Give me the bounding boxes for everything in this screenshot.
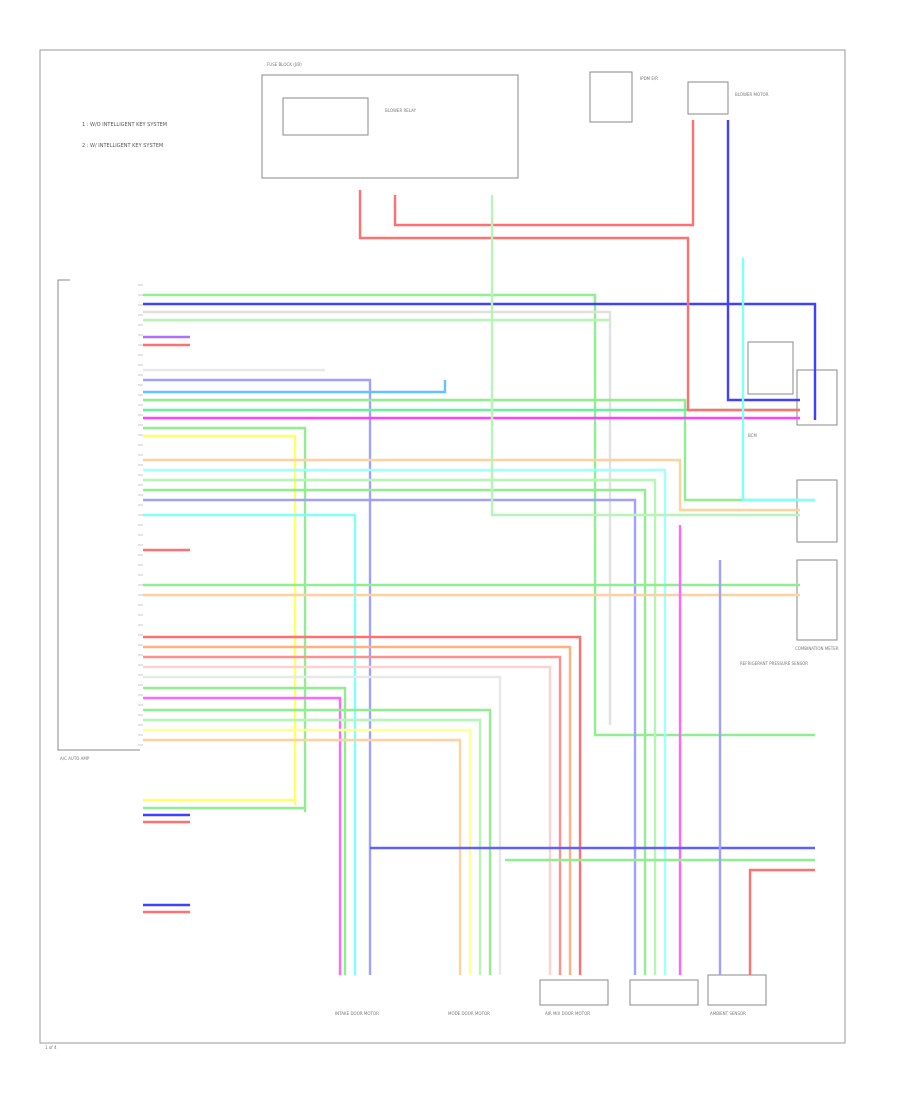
wire-group xyxy=(143,120,817,975)
combination-meter-label: COMBINATION METER xyxy=(795,646,839,651)
ipdm-label: IPDM E/R xyxy=(640,76,658,81)
relay-2-box xyxy=(589,71,633,123)
wire-35 xyxy=(358,190,800,412)
wire-18 xyxy=(143,488,647,975)
wire-28 xyxy=(143,675,502,975)
wire-25 xyxy=(143,645,572,975)
wire-9 xyxy=(143,380,447,394)
page-marker: 1 of 4 xyxy=(45,1045,57,1050)
wire-26 xyxy=(143,655,562,975)
control-unit-label: A/C AUTO AMP xyxy=(60,756,90,761)
fuse-block-label: FUSE BLOCK (J/B) xyxy=(267,62,302,67)
wire-8 xyxy=(143,378,372,975)
right-unit-b xyxy=(796,369,838,426)
wire-2 xyxy=(143,302,817,420)
pin-label-group xyxy=(138,284,143,746)
intake-door-label: INTAKE DOOR MOTOR xyxy=(335,1011,379,1016)
diagram-frame xyxy=(39,49,846,1044)
wire-34 xyxy=(143,738,462,975)
wire-16 xyxy=(143,468,667,975)
mode-door-label: MODE DOOR MOTOR xyxy=(448,1011,490,1016)
note-2: 2 : W/ INTELLIGENT KEY SYSTEM xyxy=(82,143,163,149)
blower-relay-box xyxy=(282,97,369,136)
wire-29 xyxy=(143,686,347,975)
wire-43 xyxy=(748,868,815,975)
wire-33 xyxy=(143,728,472,975)
wire-20 xyxy=(143,513,357,975)
wire-24 xyxy=(143,635,582,975)
combination-meter-box xyxy=(796,559,838,641)
wire-10 xyxy=(143,398,800,502)
ambient-sensor-label: AMBIENT SENSOR xyxy=(710,1011,746,1016)
mix-door-label: AIR MIX DOOR MOTOR xyxy=(545,1011,590,1016)
wire-36 xyxy=(393,120,695,227)
wire-27 xyxy=(143,665,552,975)
blower-relay-label: BLOWER RELAY xyxy=(385,108,417,113)
refrigerant-sensor-label: REFRIGERANT PRESSURE SENSOR xyxy=(740,661,808,666)
wire-30 xyxy=(143,696,342,975)
left-mix-door-box xyxy=(539,979,609,1006)
ambient-sensor-box xyxy=(707,974,767,1006)
wire-15 xyxy=(143,458,800,512)
note-1: 1 : W/O INTELLIGENT KEY SYSTEM xyxy=(82,122,167,128)
right-mix-door-box xyxy=(629,979,699,1006)
wire-19 xyxy=(143,498,637,975)
wire-17 xyxy=(143,478,657,975)
right-unit-c xyxy=(796,479,838,543)
wire-14 xyxy=(143,434,297,805)
wire-32 xyxy=(143,718,482,975)
right-unit-a xyxy=(747,341,794,395)
blower-motor-label: BLOWER MOTOR xyxy=(735,92,769,97)
wire-13 xyxy=(143,426,307,812)
control-unit-bracket xyxy=(57,279,140,751)
wire-38 xyxy=(490,195,800,517)
fuse-block-box xyxy=(261,74,519,179)
bcm-label: BCM xyxy=(748,433,757,438)
blower-motor-box xyxy=(687,81,729,115)
wire-37 xyxy=(726,120,800,402)
wire-39 xyxy=(741,258,815,502)
wire-31 xyxy=(143,708,492,975)
wire-3 xyxy=(143,310,612,725)
